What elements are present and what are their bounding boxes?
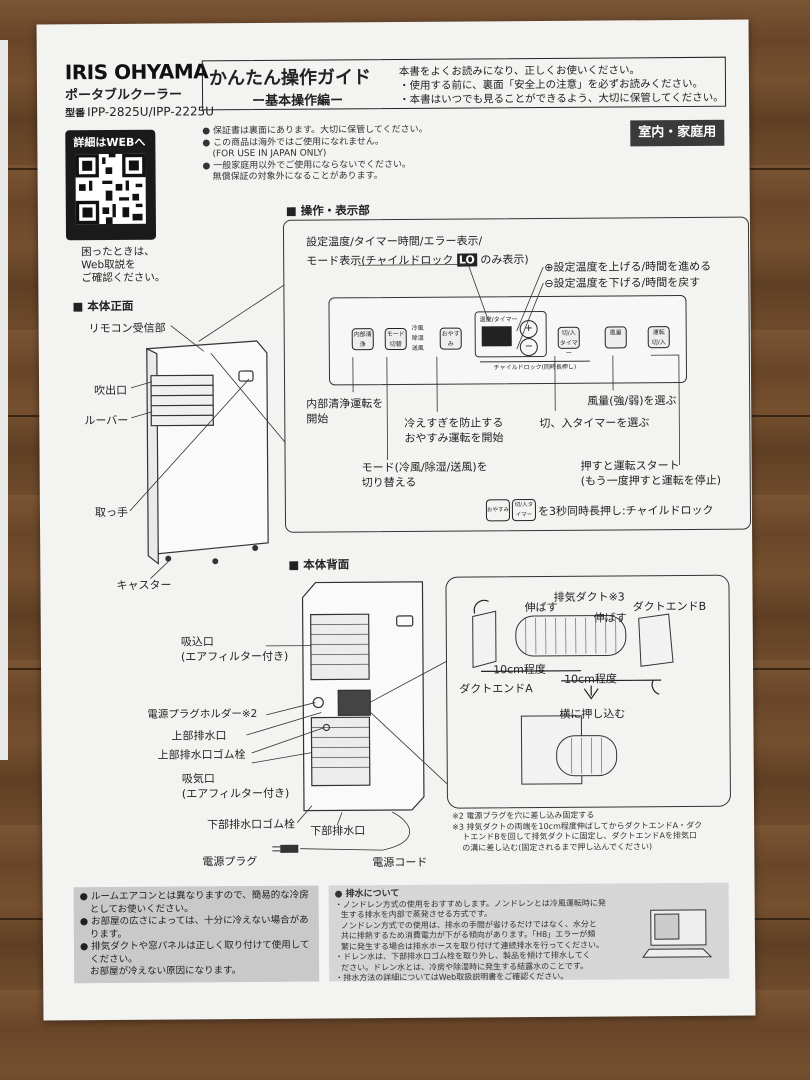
duct-end-b: ダクトエンドB bbox=[632, 599, 707, 614]
duct-exhaust-label: 排気ダクト※3 bbox=[553, 590, 625, 604]
adjacent-paper-edge bbox=[0, 40, 8, 760]
footer-cautions: ● ルームエアコンとは異なりますので、簡易的な冷房 としてお使いください。 ● … bbox=[73, 885, 320, 984]
qr-code-icon[interactable] bbox=[75, 153, 146, 225]
duct-length-b: 10cm程度 bbox=[564, 672, 617, 686]
duct-end-a: ダクトエンドA bbox=[459, 682, 533, 696]
panel-leader-lines bbox=[352, 264, 681, 466]
drain-hose-illustration bbox=[642, 909, 713, 958]
duct-drawing bbox=[472, 599, 674, 785]
duct-stretch-b: 伸ばす bbox=[593, 611, 627, 625]
duct-push-label: 横に押し込む bbox=[559, 707, 626, 721]
duct-notes: ※2 電源プラグを穴に差し込み固定する ※3 排気ダクトの両端を10cm程度伸ば… bbox=[452, 810, 703, 853]
front-unit-drawing bbox=[129, 284, 286, 580]
rear-unit-drawing bbox=[246, 581, 448, 853]
duct-length-a: 10cm程度 bbox=[493, 662, 546, 677]
